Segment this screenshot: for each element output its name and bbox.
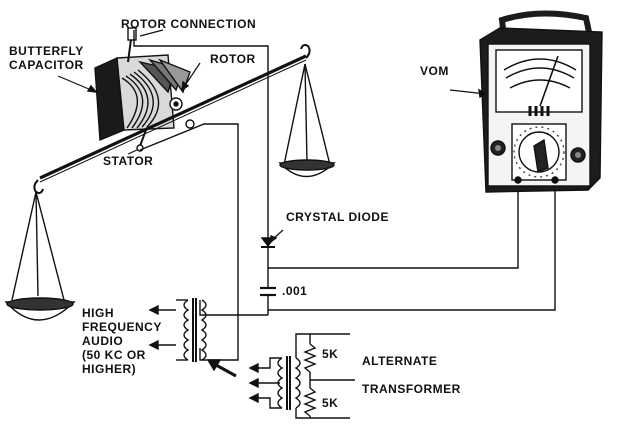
label-50kc: (50 KC OR xyxy=(82,348,146,362)
label-frequency: FREQUENCY xyxy=(82,320,162,334)
label-transformer: TRANSFORMER xyxy=(362,382,461,396)
label-crystal-diode: CRYSTAL DIODE xyxy=(286,210,389,224)
balance-beam xyxy=(33,44,311,194)
label-alternate: ALTERNATE xyxy=(362,354,438,368)
label-capacitor-value: .001 xyxy=(282,284,308,298)
scale-arc-icon xyxy=(503,58,577,71)
label-resistor-bottom: 5K xyxy=(322,396,339,410)
butterfly-capacitor xyxy=(94,27,195,152)
label-rotor-connection: ROTOR CONNECTION xyxy=(121,17,257,31)
label-butterfly: BUTTERFLY xyxy=(9,44,84,58)
label-high: HIGH xyxy=(82,306,114,320)
jack-icon xyxy=(514,176,522,184)
label-higher: HIGHER) xyxy=(82,362,137,376)
label-rotor: ROTOR xyxy=(210,52,256,66)
alternate-transformer xyxy=(248,333,355,419)
label-vom: VOM xyxy=(420,64,449,78)
circuit-wiring xyxy=(133,30,556,361)
label-stator: STATOR xyxy=(103,154,154,168)
right-scale-pan xyxy=(278,63,336,178)
vom-meter xyxy=(449,10,603,193)
label-capacitor: CAPACITOR xyxy=(9,58,84,72)
crystal-diode xyxy=(260,229,284,248)
label-resistor-top: 5K xyxy=(322,347,339,361)
rf-transformer xyxy=(148,298,237,378)
handle-icon xyxy=(498,10,595,47)
label-audio: AUDIO xyxy=(82,334,124,348)
bypass-capacitor xyxy=(260,286,276,297)
needle-icon xyxy=(539,55,559,107)
left-scale-pan xyxy=(4,191,76,321)
